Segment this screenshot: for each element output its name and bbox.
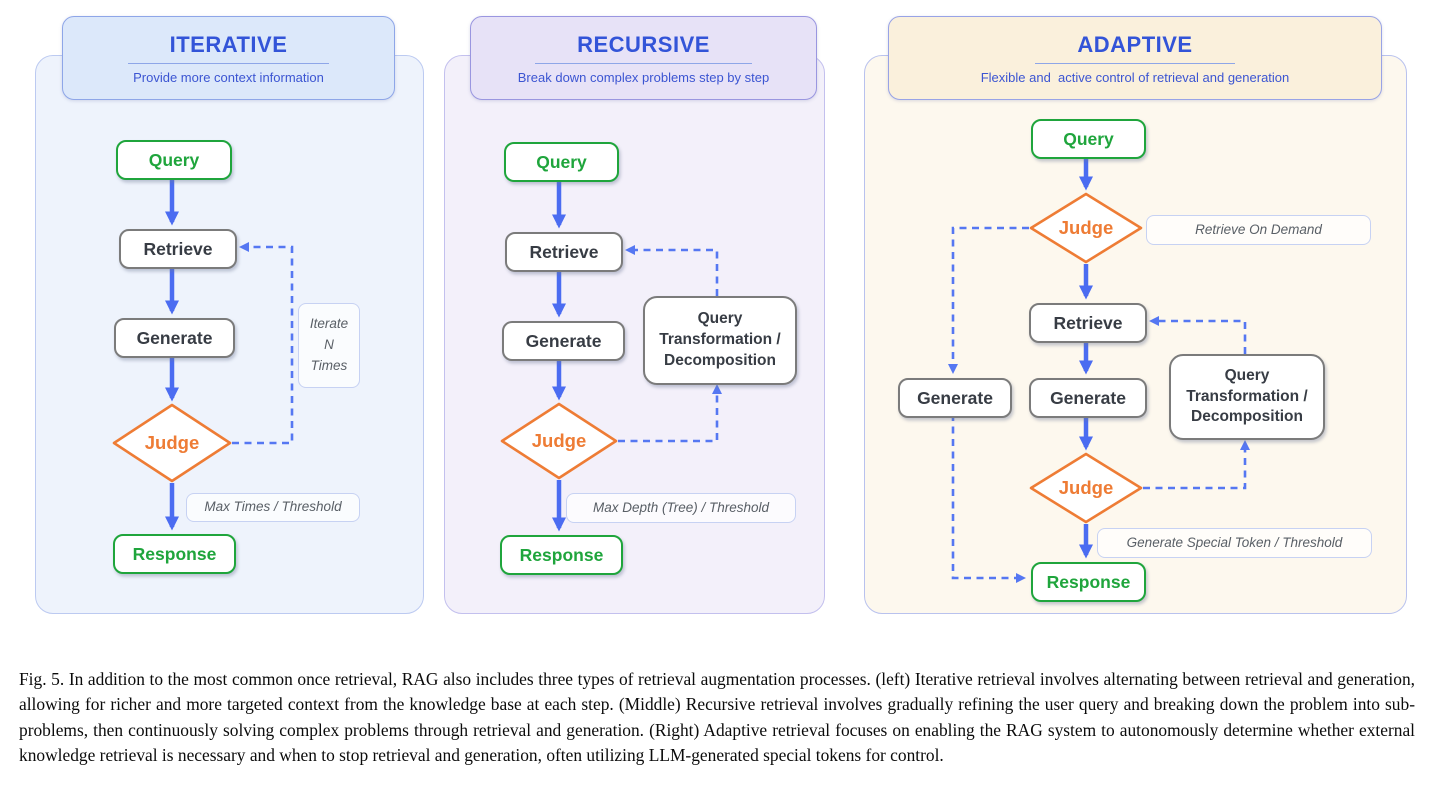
- transform-box-line: Query: [697, 310, 743, 328]
- header-iterative: ITERATIVE Provide more context informati…: [62, 16, 395, 100]
- iterate-n-times-label: Iterate N Times: [298, 303, 360, 388]
- dashed-loop-judge-retrieve: [232, 242, 294, 445]
- node-judge1-label: Judge: [1058, 217, 1114, 238]
- dashed-judge2-to-transform: [1143, 440, 1250, 490]
- dashed-transform-to-retrieve: [625, 245, 719, 296]
- iterate-label-line: Iterate: [309, 316, 349, 332]
- adaptive-title: ADAPTIVE: [1035, 32, 1235, 64]
- node-generate: Generate: [114, 318, 235, 358]
- node-response: Response: [1031, 562, 1146, 602]
- iterate-label-line: Times: [310, 357, 348, 373]
- figure-caption: Fig. 5. In addition to the most common o…: [19, 669, 1415, 765]
- node-response: Response: [113, 534, 236, 574]
- iterative-subtitle: Provide more context information: [133, 69, 324, 85]
- query-transformation-box: Query Transformation / Decomposition: [643, 296, 797, 385]
- recursive-subtitle: Break down complex problems step by step: [517, 69, 770, 85]
- node-response: Response: [500, 535, 623, 575]
- node-retrieve: Retrieve: [119, 229, 237, 269]
- transform-box-line: Transformation /: [659, 331, 781, 349]
- figure-diagram: Query Retrieve Generate Judge Response I…: [35, 16, 1407, 614]
- iterate-label-line: N: [324, 337, 334, 353]
- adaptive-subtitle: Flexible and active control of retrieval…: [980, 69, 1290, 85]
- node-retrieve: Retrieve: [505, 232, 623, 272]
- panel-recursive: Query Retrieve Generate Judge Response Q…: [444, 55, 825, 614]
- query-transformation-box: Query Transformation / Decomposition: [1169, 354, 1325, 440]
- node-judge-label: Judge: [531, 430, 587, 451]
- retrieve-on-demand-label: Retrieve On Demand: [1146, 215, 1371, 245]
- node-judge2-label: Judge: [1058, 477, 1114, 498]
- panel-adaptive: Query Judge Retrieve On Demand Retrieve …: [864, 55, 1407, 614]
- node-retrieve: Retrieve: [1029, 303, 1147, 343]
- dashed-judge-to-transform: [618, 384, 722, 443]
- max-depth-threshold-label: Max Depth (Tree) / Threshold: [566, 493, 796, 523]
- transform-box-line: Decomposition: [1191, 408, 1303, 426]
- node-generate: Generate: [502, 321, 625, 361]
- node-generate: Generate: [1029, 378, 1147, 418]
- transform-box-line: Transformation /: [1186, 387, 1308, 405]
- transform-box-line: Query: [1224, 366, 1270, 384]
- recursive-title: RECURSIVE: [535, 32, 752, 64]
- iterative-title: ITERATIVE: [127, 32, 330, 64]
- node-query: Query: [1031, 119, 1146, 159]
- panel-iterative: Query Retrieve Generate Judge Response I…: [35, 55, 424, 614]
- node-judge-label: Judge: [144, 432, 200, 453]
- header-recursive: RECURSIVE Break down complex problems st…: [470, 16, 817, 100]
- header-adaptive: ADAPTIVE Flexible and active control of …: [888, 16, 1382, 100]
- transform-box-line: Decomposition: [664, 351, 776, 369]
- max-times-threshold-label: Max Times / Threshold: [186, 493, 360, 522]
- dashed-transform-to-retrieve: [1149, 316, 1247, 354]
- node-generate-side: Generate: [898, 378, 1012, 418]
- dashed-side-generate-to-response: [951, 414, 1026, 583]
- node-query: Query: [504, 142, 619, 182]
- node-query: Query: [116, 140, 232, 180]
- generate-special-token-label: Generate Special Token / Threshold: [1097, 528, 1372, 558]
- dashed-judge1-to-side-generate: [948, 226, 1029, 374]
